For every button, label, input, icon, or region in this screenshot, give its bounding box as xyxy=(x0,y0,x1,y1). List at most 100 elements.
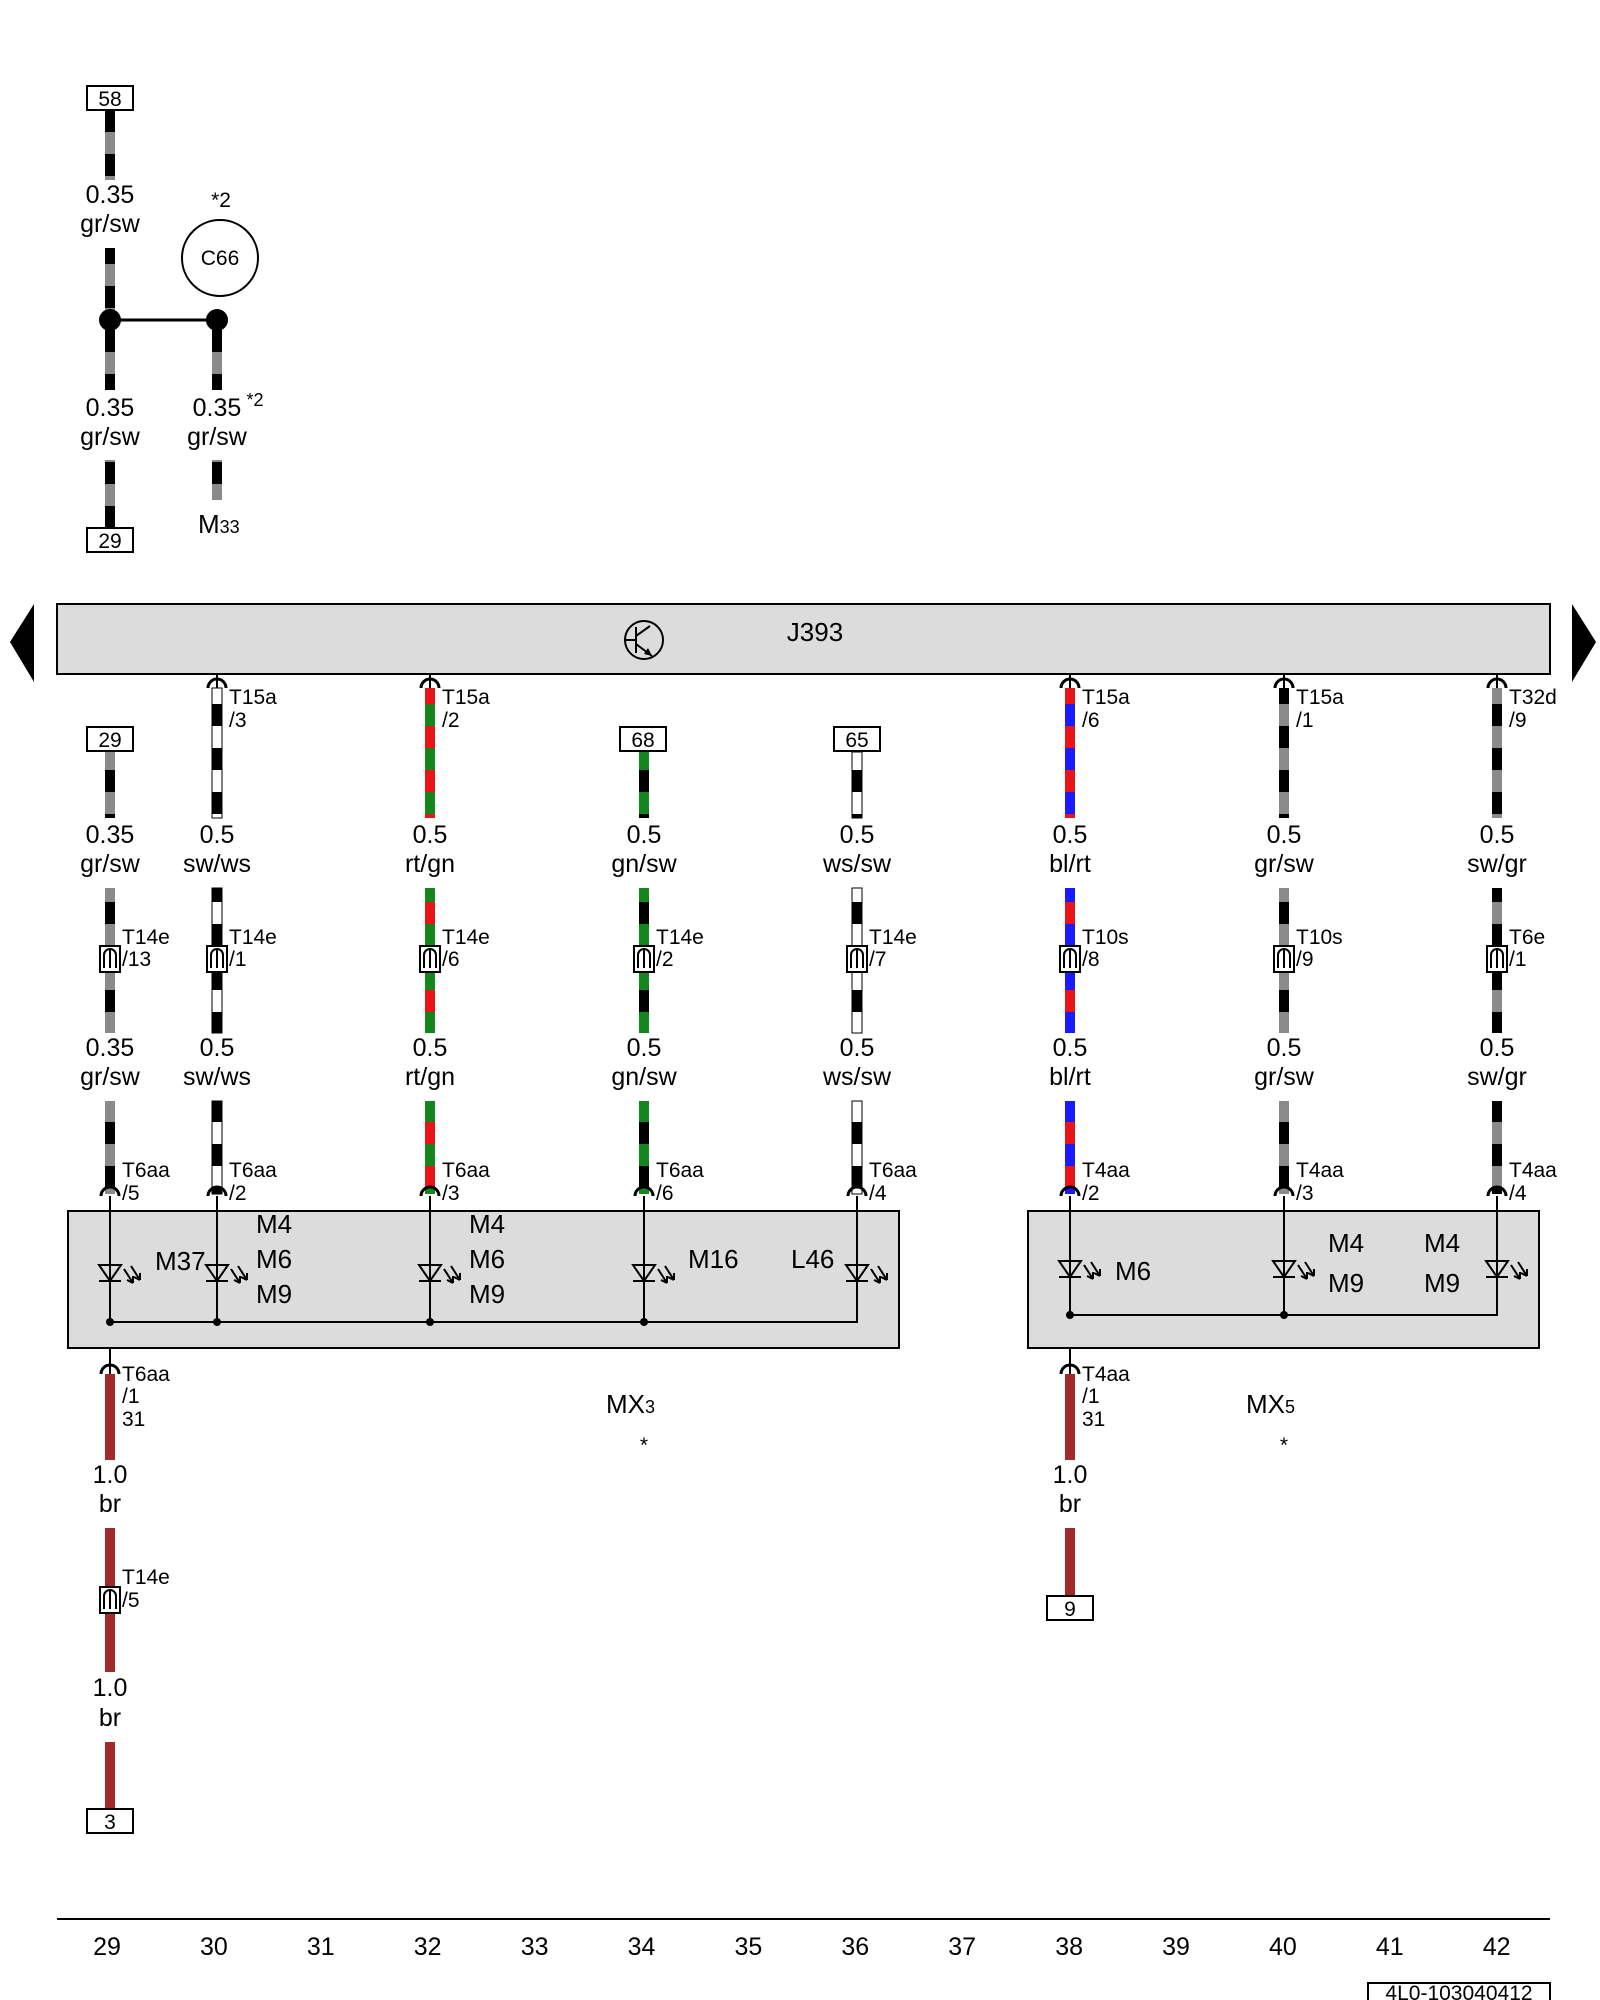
mx3-lamp-m37: M37 xyxy=(155,1246,206,1276)
control-unit-bar xyxy=(56,603,1551,675)
mx3-node-34 xyxy=(640,1318,648,1326)
wire-br-3 xyxy=(105,1742,115,1810)
mx5-lamp-m6: M6 xyxy=(1115,1256,1151,1286)
wire-top-left-lower xyxy=(105,460,115,530)
wire-top-1 xyxy=(105,110,115,180)
wire-b-segment xyxy=(1065,1101,1075,1194)
wire-b-color: gn/sw xyxy=(611,1063,677,1091)
wire-a-segment xyxy=(851,751,863,819)
low-connector-label: T6aa xyxy=(869,1159,917,1182)
low-connector-pin: /4 xyxy=(869,1182,887,1205)
wire-column-0 xyxy=(99,752,121,1197)
mx3-node-32 xyxy=(426,1318,434,1326)
mx5-ground-path: T4aa /1 31 1.0 br 9 MX5 * xyxy=(1046,1348,1295,1621)
mid-connector-icon xyxy=(103,948,117,968)
wire-a-color: sw/ws xyxy=(183,850,251,878)
wire-b-segment xyxy=(211,1100,223,1195)
wire-a-size: 0.5 xyxy=(1480,821,1515,849)
mx5-wire-c-color: br xyxy=(1059,1490,1081,1518)
led-icon xyxy=(1484,1260,1528,1280)
low-connector-hook-icon xyxy=(633,1185,655,1197)
mx3-lamp-m4a: M4 xyxy=(256,1209,292,1239)
low-connector-label: T6aa xyxy=(229,1159,277,1182)
wire-column-7 xyxy=(1486,674,1508,1197)
mid-connector-pin-label: /1 xyxy=(229,948,247,971)
mx3-node-29 xyxy=(106,1318,114,1326)
top-connector-label: T15a xyxy=(1296,686,1344,709)
ground-m33-label: M33 xyxy=(198,509,240,539)
led-icon xyxy=(1271,1260,1315,1280)
mid-connector-label: T6e xyxy=(1509,926,1545,949)
mx5-star: * xyxy=(1280,1434,1288,1457)
wire-a-segment xyxy=(1065,688,1075,818)
low-connector-label: T4aa xyxy=(1296,1159,1344,1182)
mx5-lamp-m4b: M4 xyxy=(1424,1228,1460,1258)
module-mx5: M6 M4 M9 M4 M9 xyxy=(1027,1196,1540,1349)
top-connector-pin: /9 xyxy=(1509,709,1527,732)
wire-top-3-color: gr/sw xyxy=(187,423,248,451)
c66-note: *2 xyxy=(211,189,231,212)
ruler-number: 34 xyxy=(628,1933,656,1961)
mx3-ground-path: T6aa /1 31 1.0 br T14e /5 1.0 br 3 MX3 * xyxy=(86,1348,655,1834)
wire-b-segment xyxy=(851,1100,863,1195)
wire-b-size: 0.5 xyxy=(627,1034,662,1062)
low-connector-pin: /3 xyxy=(1296,1182,1314,1205)
wire-a-segment xyxy=(105,752,115,818)
wire-a-segment xyxy=(1279,688,1289,818)
arrow-left-icon xyxy=(10,604,34,682)
wire-column-5 xyxy=(1059,674,1081,1197)
mx3-wire-d-color: br xyxy=(99,1704,121,1732)
ruler-number: 35 xyxy=(734,1933,762,1961)
module-mx3: M37 M4 M6 M9 M4 M6 M9 M16 L46 xyxy=(67,1196,900,1349)
terminal-label-65: 65 xyxy=(845,729,868,752)
wire-b-size: 0.5 xyxy=(1053,1034,1088,1062)
mid-connector-pin-label: /6 xyxy=(442,948,460,971)
ruler-number: 42 xyxy=(1483,1933,1511,1961)
mid-connector-label: T14e xyxy=(229,926,277,949)
wire-b-color: sw/ws xyxy=(183,1063,251,1091)
mx5-label: MX5 xyxy=(1246,1389,1295,1419)
control-unit-label: J393 xyxy=(787,617,843,647)
wire-top-3-size: 0.35 xyxy=(193,394,242,422)
wire-b-size: 0.35 xyxy=(86,1034,135,1062)
mid-connector-label: T14e xyxy=(122,926,170,949)
wire-a-color: sw/gr xyxy=(1467,850,1527,878)
doc-id-box xyxy=(1367,1982,1551,2000)
wire-b-color: sw/gr xyxy=(1467,1063,1527,1091)
mx5-ground-pin: /1 xyxy=(1082,1385,1100,1408)
wire-br-38 xyxy=(1065,1374,1075,1460)
wire-b-size: 0.5 xyxy=(840,1034,875,1062)
low-connector-label: T4aa xyxy=(1509,1159,1557,1182)
low-connector-pin: /3 xyxy=(442,1182,460,1205)
low-connector-pin: /5 xyxy=(122,1182,140,1205)
mx3-lamp-l46: L46 xyxy=(791,1244,834,1274)
wire-b-segment xyxy=(639,1101,649,1194)
top-connector-pin: /3 xyxy=(229,709,247,732)
ruler-number: 40 xyxy=(1269,1933,1297,1961)
ruler-number: 39 xyxy=(1162,1933,1190,1961)
low-connector-hook-icon xyxy=(1273,1185,1295,1197)
mx3-lamp-m4b: M4 xyxy=(469,1209,505,1239)
terminal-label-29-mid: 29 xyxy=(98,729,121,752)
low-connector-hook-icon xyxy=(206,1185,228,1197)
top-connector-label: T15a xyxy=(442,686,490,709)
mid-connector-pin-label: /8 xyxy=(1082,948,1100,971)
wire-a-size: 0.35 xyxy=(86,821,135,849)
mid-connector-pin-label: /9 xyxy=(1296,948,1314,971)
wire-br-1 xyxy=(105,1374,115,1460)
mid-connector-icon xyxy=(637,948,651,968)
mid-connector-pin-label: /13 xyxy=(122,948,151,971)
mx3-lamp-m6b: M6 xyxy=(469,1244,505,1274)
junction-dot-right xyxy=(206,309,228,331)
mx5-ground-num: 31 xyxy=(1082,1408,1105,1431)
mid-connector-label: T10s xyxy=(1082,926,1129,949)
low-connector-label: T6aa xyxy=(656,1159,704,1182)
led-icon xyxy=(844,1264,888,1284)
mx5-node-38 xyxy=(1066,1311,1074,1319)
wire-column-2 xyxy=(419,674,441,1197)
low-connector-label: T6aa xyxy=(122,1159,170,1182)
low-connector-hook-icon xyxy=(1486,1185,1508,1197)
top-connector-label: T15a xyxy=(229,686,277,709)
mx3-leds xyxy=(97,1264,888,1284)
terminal-box-9 xyxy=(1046,1595,1094,1621)
